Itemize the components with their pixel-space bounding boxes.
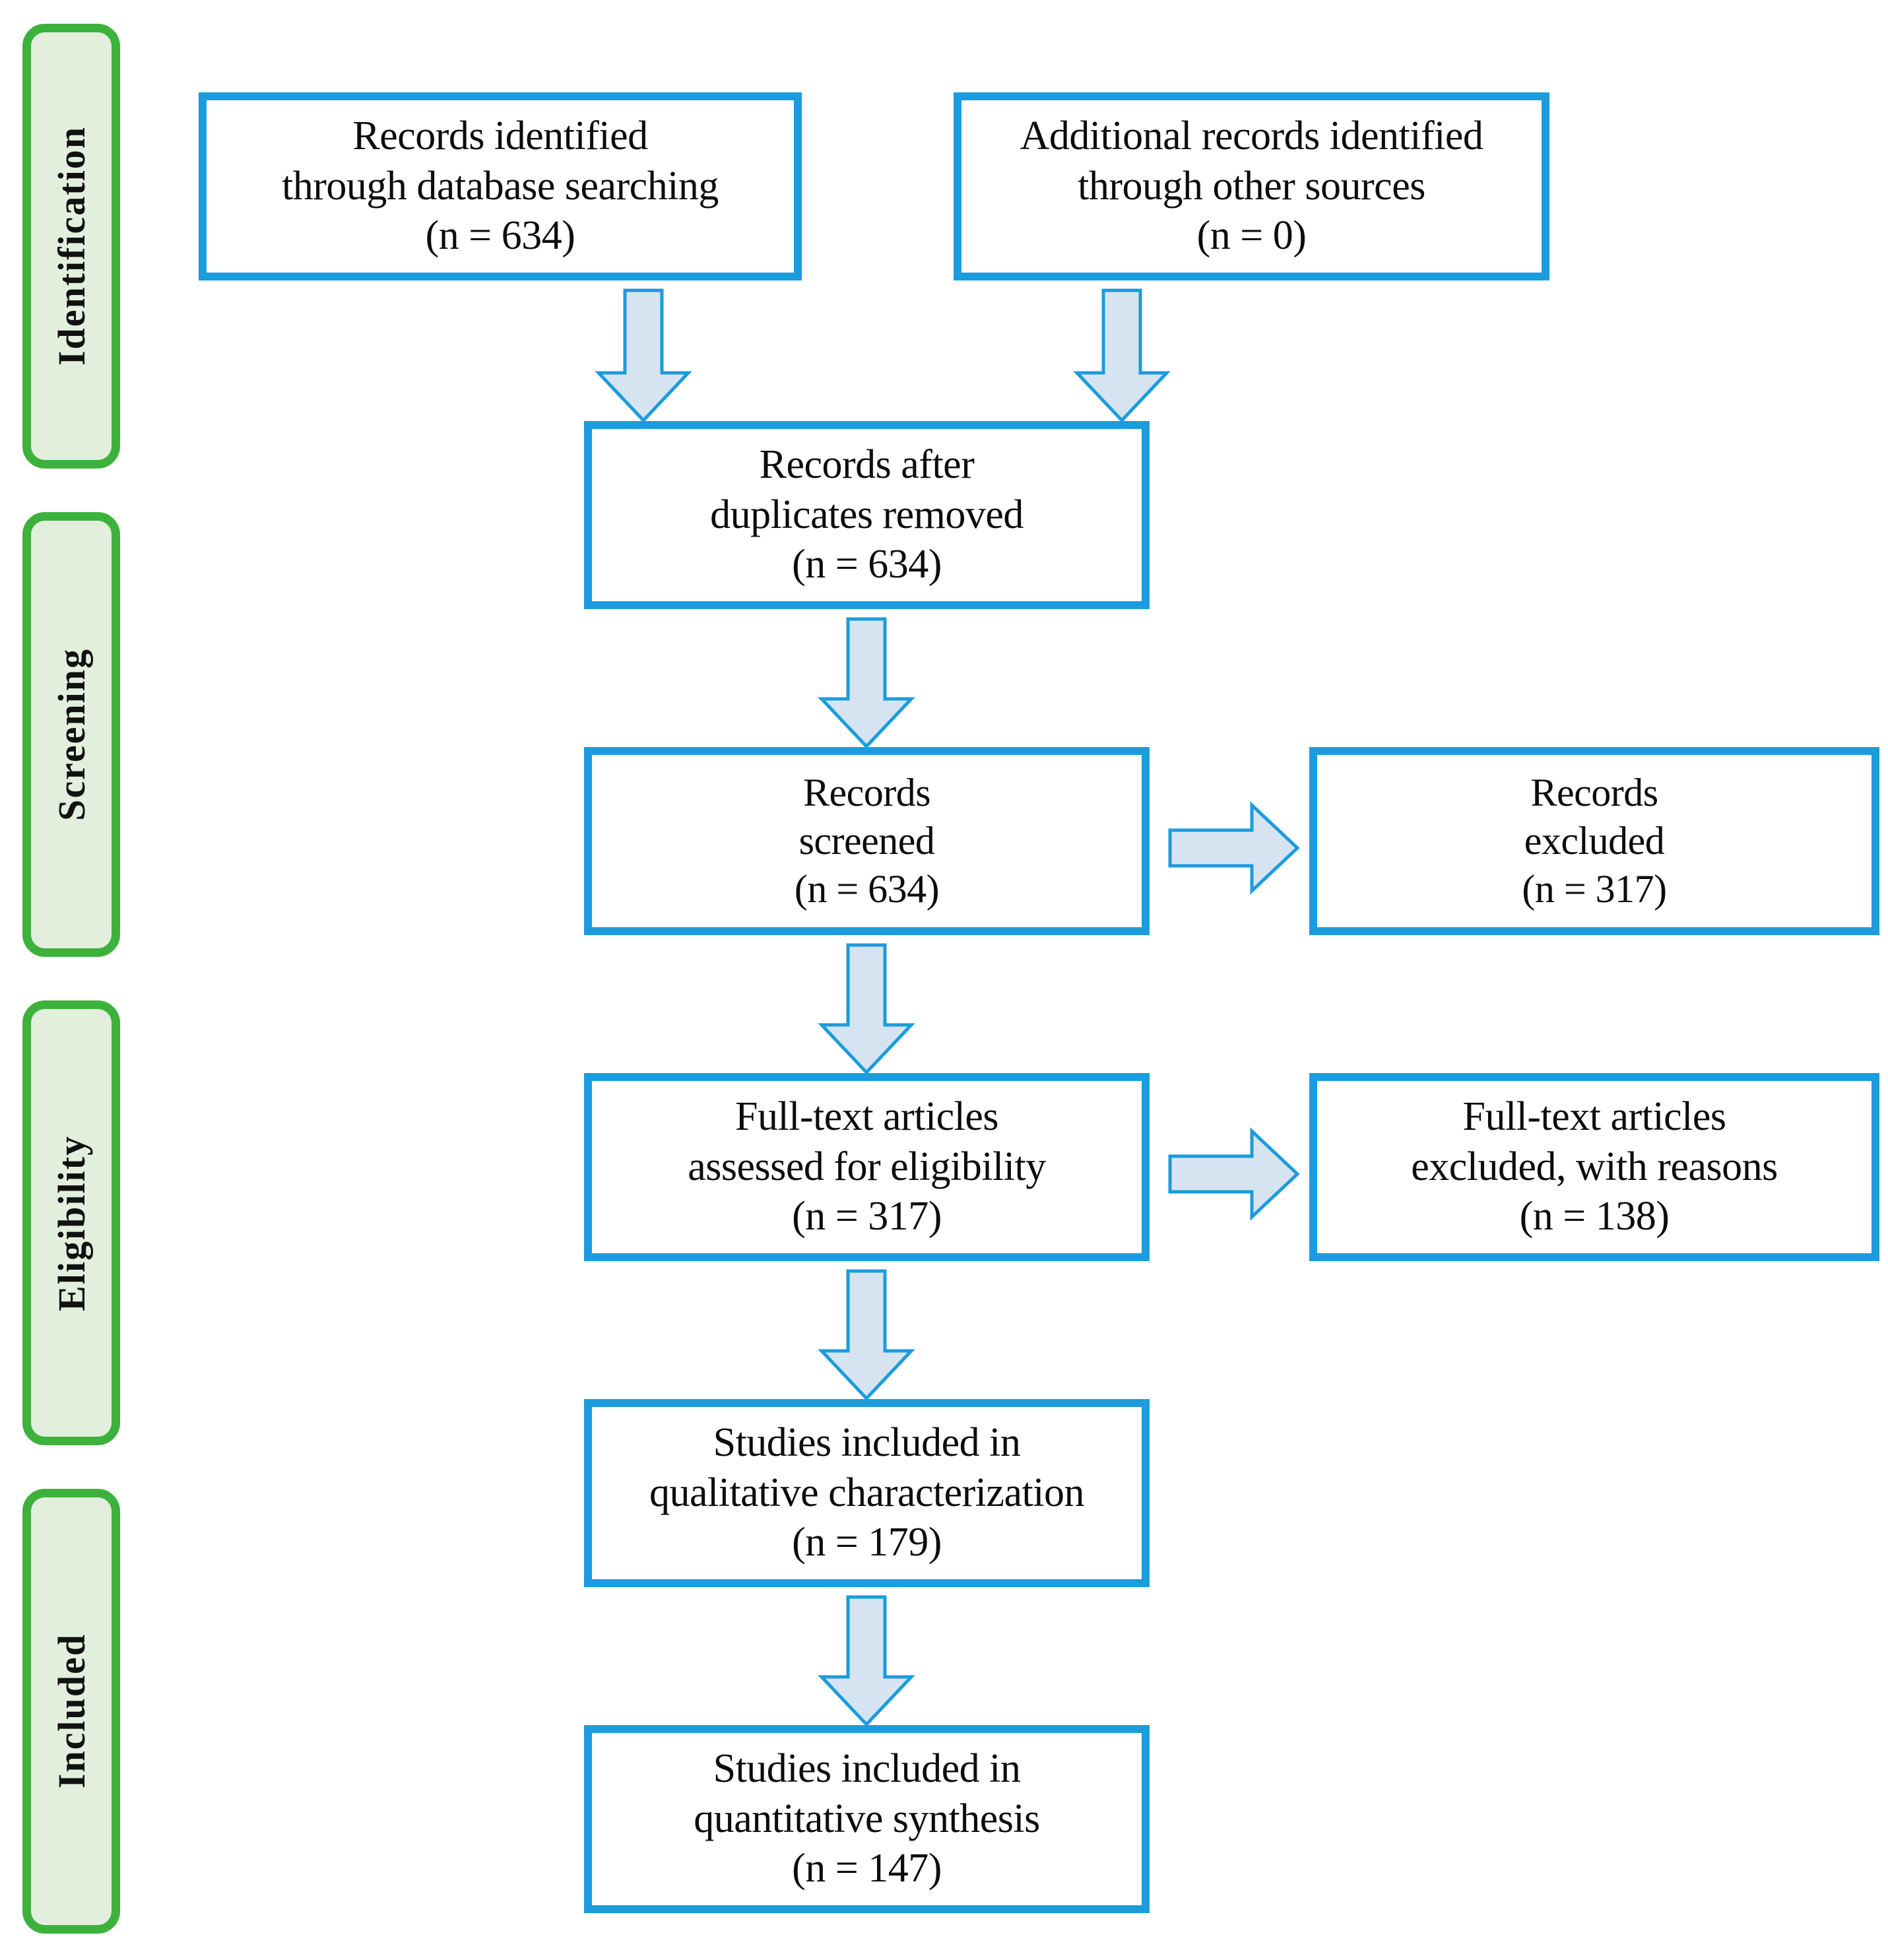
arrow-fulltext-to-qualitative — [817, 1269, 916, 1401]
box-records-excluded-line2: excluded — [1524, 818, 1665, 863]
box-records-identified-line2: through database searching — [282, 163, 719, 209]
box-fulltext-assessed-line3: (n = 317) — [792, 1194, 942, 1239]
arrow-screened-to-fulltext — [817, 943, 916, 1075]
box-fulltext-excluded-line2: excluded, with reasons — [1411, 1144, 1778, 1189]
arrow-screened-to-excluded — [1168, 801, 1300, 895]
stage-included: Included — [22, 1489, 120, 1934]
arrow-duplicates-to-screened — [817, 617, 916, 749]
arrow-fulltext-to-excluded — [1168, 1127, 1300, 1221]
box-records-screened-line1: Records — [802, 770, 931, 814]
box-qualitative-line3: (n = 179) — [792, 1520, 942, 1565]
box-after-duplicates-line1: Records after — [759, 442, 975, 488]
stage-identification: Identification — [22, 24, 120, 469]
stage-included-label: Included — [49, 1633, 93, 1789]
box-fulltext-excluded: Full-text articles excluded, with reason… — [1309, 1073, 1879, 1261]
box-fulltext-assessed: Full-text articles assessed for eligibil… — [584, 1073, 1150, 1261]
arrow-identified-to-duplicates — [594, 288, 693, 424]
box-qualitative: Studies included in qualitative characte… — [584, 1399, 1150, 1587]
box-fulltext-excluded-line1: Full-text articles — [1462, 1094, 1726, 1140]
box-records-excluded: Records excluded (n = 317) — [1309, 747, 1879, 935]
box-qualitative-line1: Studies included in — [713, 1420, 1021, 1466]
box-fulltext-excluded-line3: (n = 138) — [1519, 1194, 1670, 1239]
stage-screening: Screening — [22, 512, 120, 957]
box-records-screened-line2: screened — [798, 818, 935, 863]
arrow-additional-to-duplicates — [1072, 288, 1171, 424]
box-additional-records-line1: Additional records identified — [1020, 114, 1483, 159]
box-additional-records-line2: through other sources — [1078, 163, 1425, 209]
stage-eligibility-label: Eligibility — [49, 1134, 93, 1311]
box-quantitative-line3: (n = 147) — [792, 1846, 942, 1891]
box-records-excluded-line1: Records — [1530, 770, 1658, 814]
box-quantitative-line2: quantitative synthesis — [694, 1796, 1040, 1841]
box-fulltext-assessed-line1: Full-text articles — [734, 1094, 999, 1140]
box-additional-records-line3: (n = 0) — [1196, 213, 1307, 259]
box-records-screened-line3: (n = 634) — [794, 867, 940, 911]
stage-identification-label: Identification — [49, 126, 93, 366]
stage-screening-label: Screening — [49, 648, 93, 821]
stage-eligibility: Eligibility — [22, 1000, 120, 1445]
box-quantitative: Studies included in quantitative synthes… — [584, 1725, 1150, 1913]
arrow-qualitative-to-quantitative — [817, 1595, 916, 1727]
box-qualitative-line2: qualitative characterization — [649, 1470, 1085, 1515]
box-quantitative-line1: Studies included in — [713, 1746, 1021, 1792]
box-additional-records: Additional records identified through ot… — [954, 92, 1549, 280]
box-records-identified-line3: (n = 634) — [425, 213, 575, 259]
box-after-duplicates: Records after duplicates removed (n = 63… — [584, 421, 1150, 609]
box-after-duplicates-line3: (n = 634) — [792, 542, 942, 587]
box-after-duplicates-line2: duplicates removed — [710, 492, 1024, 537]
box-records-excluded-line3: (n = 317) — [1522, 867, 1667, 911]
box-records-identified: Records identified through database sear… — [199, 92, 802, 280]
box-fulltext-assessed-line2: assessed for eligibility — [688, 1144, 1046, 1189]
box-records-identified-line1: Records identified — [352, 114, 648, 159]
box-records-screened: Records screened (n = 634) — [584, 747, 1150, 935]
